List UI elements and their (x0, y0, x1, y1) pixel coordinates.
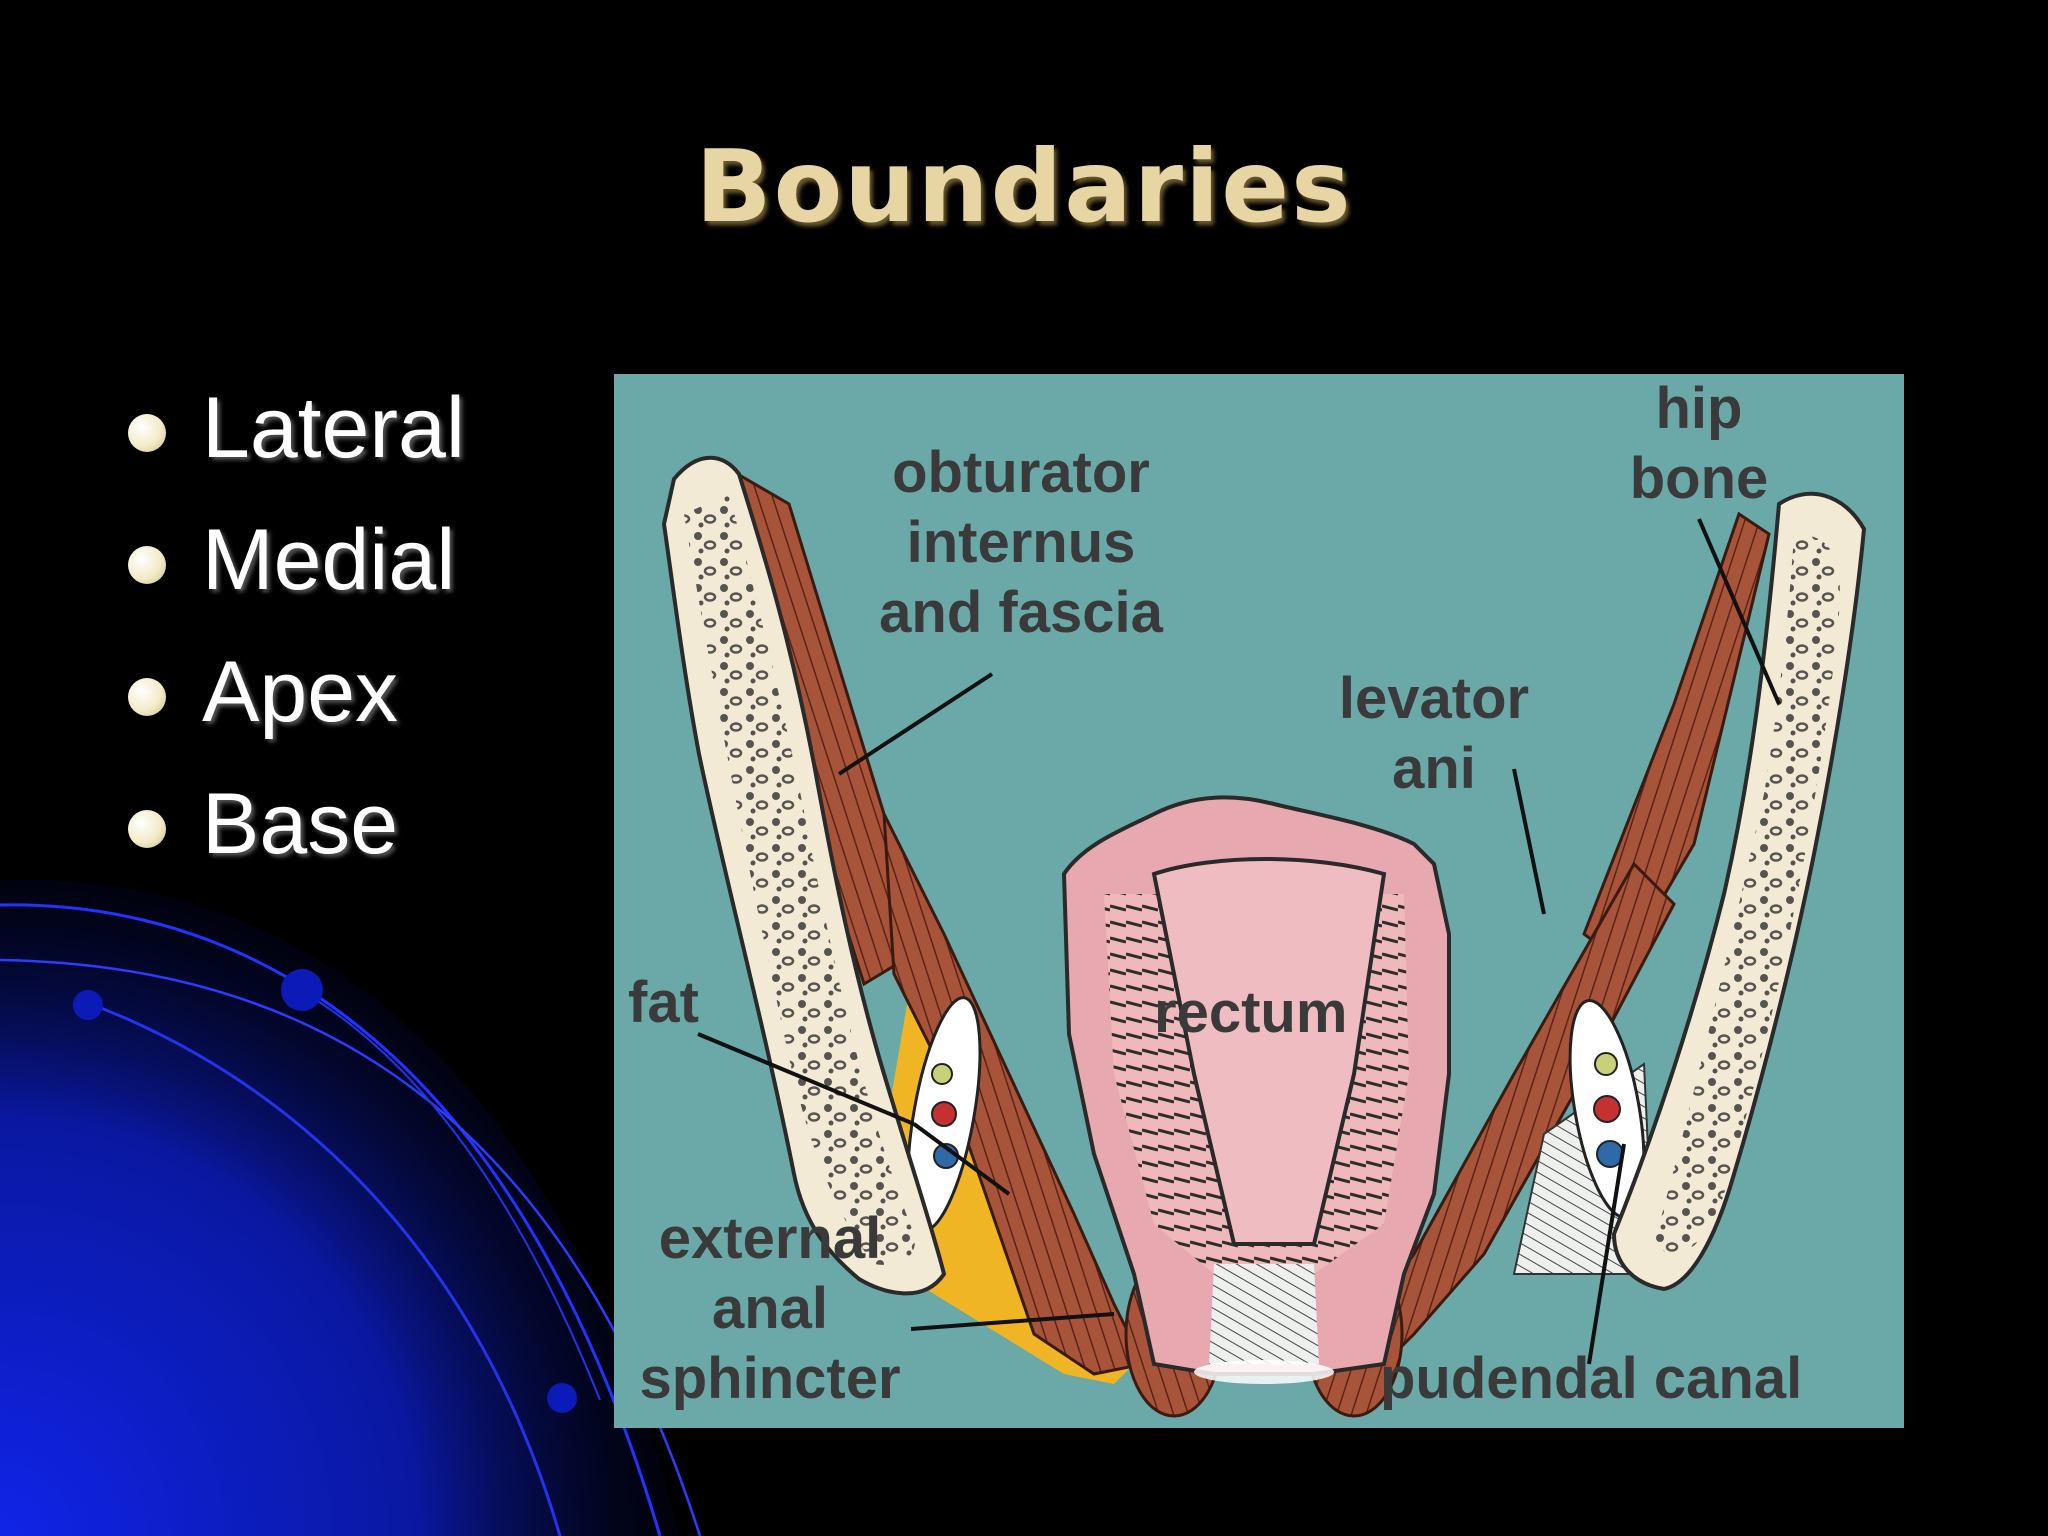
bullet-item-base: Base (128, 774, 465, 906)
rectum-lumen (1151, 857, 1387, 1246)
label-fat: fat (628, 970, 699, 1035)
label-hip-bone: hip bone (1629, 376, 1769, 511)
leader-lines (697, 518, 1781, 1365)
diagram-artwork (614, 374, 1904, 1428)
bullet-dot-icon (128, 810, 166, 848)
bullet-text: Base (202, 776, 399, 872)
bullet-list: Lateral Medial Apex Base (128, 378, 465, 906)
accent-dot (547, 1383, 577, 1413)
bullet-item-apex: Apex (128, 642, 465, 774)
label-levator-ani: levator ani (1338, 666, 1530, 801)
accent-dot (281, 969, 323, 1011)
bullet-dot-icon (128, 678, 166, 716)
label-pudendal-canal: pudendal canal (1380, 1346, 1803, 1411)
label-rectum: rectum (1154, 980, 1348, 1045)
bullet-dot-icon (128, 414, 166, 452)
label-obturator-internus: obturator internus and fascia (879, 440, 1163, 645)
bullet-item-lateral: Lateral (128, 378, 465, 510)
bullet-dot-icon (128, 546, 166, 584)
anatomy-diagram: obturator internus and fascia hip bone l… (614, 374, 1904, 1428)
bullet-text: Medial (202, 512, 456, 608)
accent-dot (73, 990, 103, 1020)
bullet-item-medial: Medial (128, 510, 465, 642)
slide-title: Boundaries (695, 128, 1353, 245)
label-external-anal-sphincter: external anal sphincter (639, 1206, 901, 1411)
bullet-text: Apex (202, 644, 399, 740)
bullet-text: Lateral (202, 380, 465, 476)
left-levator-muscle (882, 813, 1147, 1376)
